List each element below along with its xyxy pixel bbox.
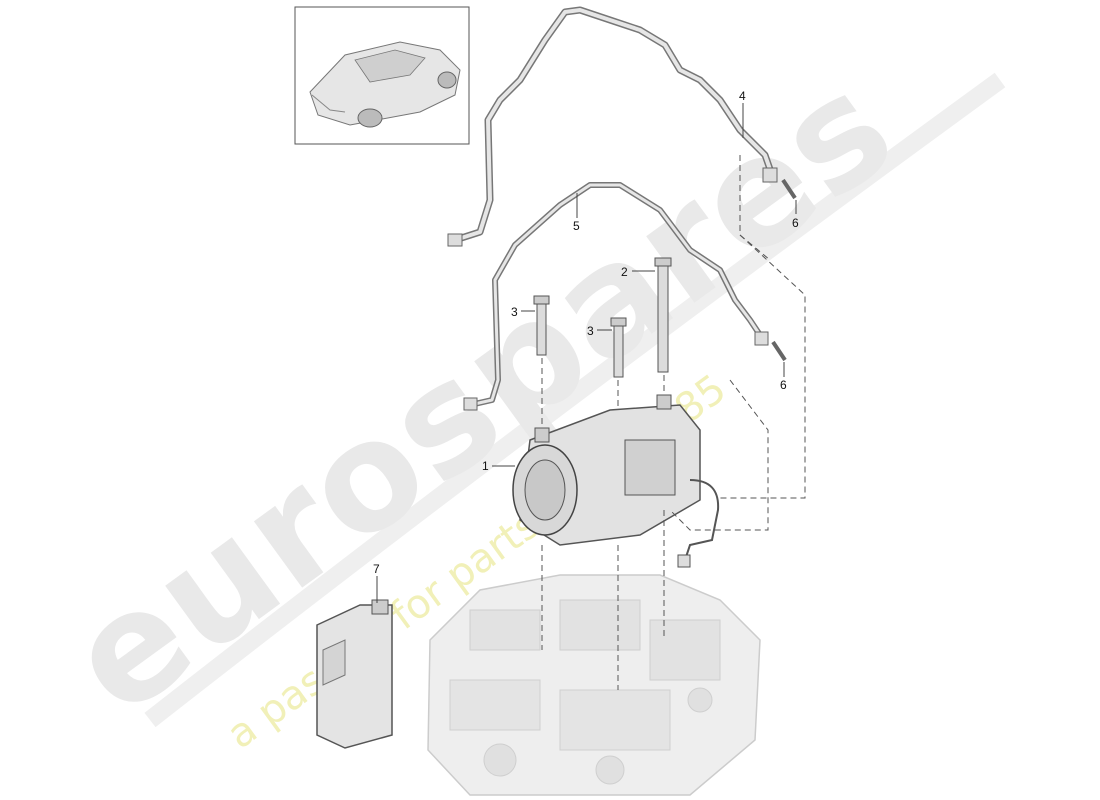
callout-1: 1: [482, 459, 489, 473]
bolt-icon: [533, 257, 672, 378]
callout-5: 5: [573, 219, 580, 233]
refrigerant-pipe-lower: [463, 182, 769, 411]
callout-3b: 3: [587, 324, 594, 338]
callout-4: 4: [739, 89, 746, 103]
assembly-lines: [541, 155, 806, 690]
callout-2: 2: [621, 265, 628, 279]
refrigerant-pipe-upper: [447, 6, 778, 247]
leader-lines: [376, 103, 797, 603]
callout-6b: 6: [780, 378, 787, 392]
oil-bottle-icon: [316, 599, 393, 749]
compressor-icon: [512, 394, 720, 568]
callout-3a: 3: [511, 305, 518, 319]
engine-block-icon: [427, 574, 761, 796]
watermark-swoosh: [144, 72, 1006, 728]
callout-7: 7: [373, 562, 380, 576]
fitting-icon: [771, 178, 797, 362]
callouts: 1 2 3 3 4 5 6 6 7: [373, 89, 799, 576]
car-thumbnail-icon: [309, 41, 461, 128]
car-thumbnail: [294, 6, 470, 145]
callout-6a: 6: [792, 216, 799, 230]
